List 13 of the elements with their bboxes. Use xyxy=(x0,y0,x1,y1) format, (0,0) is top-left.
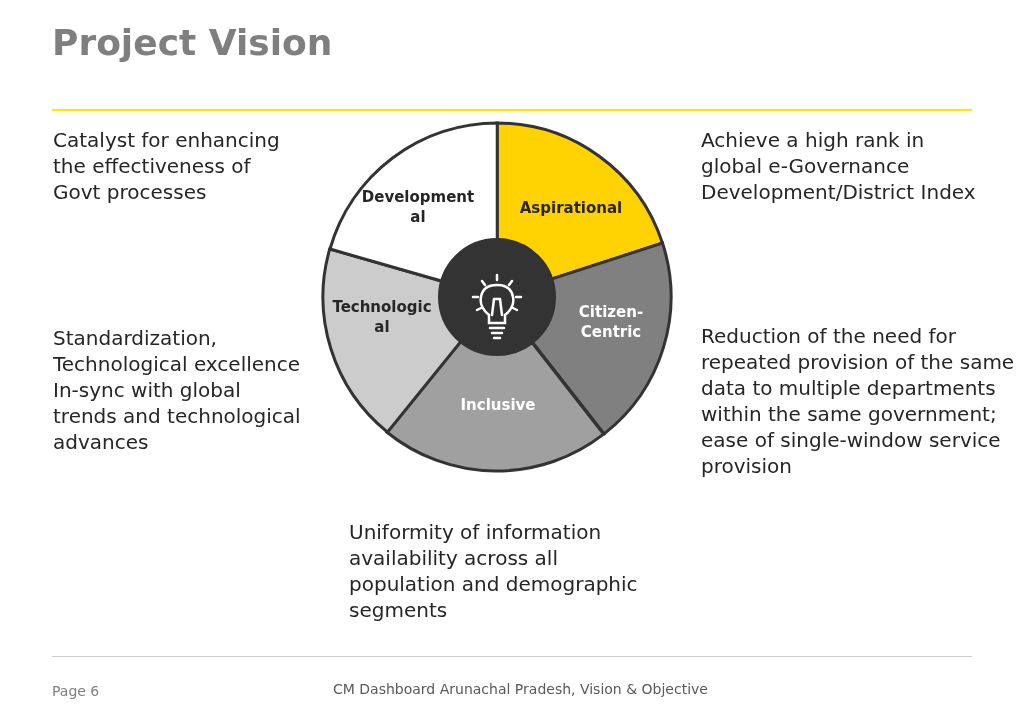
vision-statement: Catalyst for enhancing the effectiveness of Govt processes xyxy=(53,127,281,205)
vision-statement: Achieve a high rank in global e-Governance Development/District Index xyxy=(701,127,977,205)
segment-label: Citizen-Centric xyxy=(577,302,645,342)
segment-label: Inclusive xyxy=(459,395,537,415)
vision-statement: Standardization, Technological excellence In-sync with global trends and technological advances xyxy=(53,325,302,455)
page-title: Project Vision xyxy=(52,22,333,63)
segment-label: Development al xyxy=(360,187,476,227)
footer-text: CM Dashboard Arunachal Pradesh, Vision & Objective xyxy=(333,680,708,698)
vision-statement: Uniformity of information availability across all population and demographic segments xyxy=(349,519,639,623)
segment-label: Technologic al xyxy=(331,297,433,337)
footer-text: Page 6 xyxy=(52,682,100,700)
segment-label: Aspirational xyxy=(518,198,624,218)
vision-statement: Reduction of the need for repeated provision of the same data to multiple departments within the same government; ease of single-window service provision xyxy=(701,323,1016,479)
